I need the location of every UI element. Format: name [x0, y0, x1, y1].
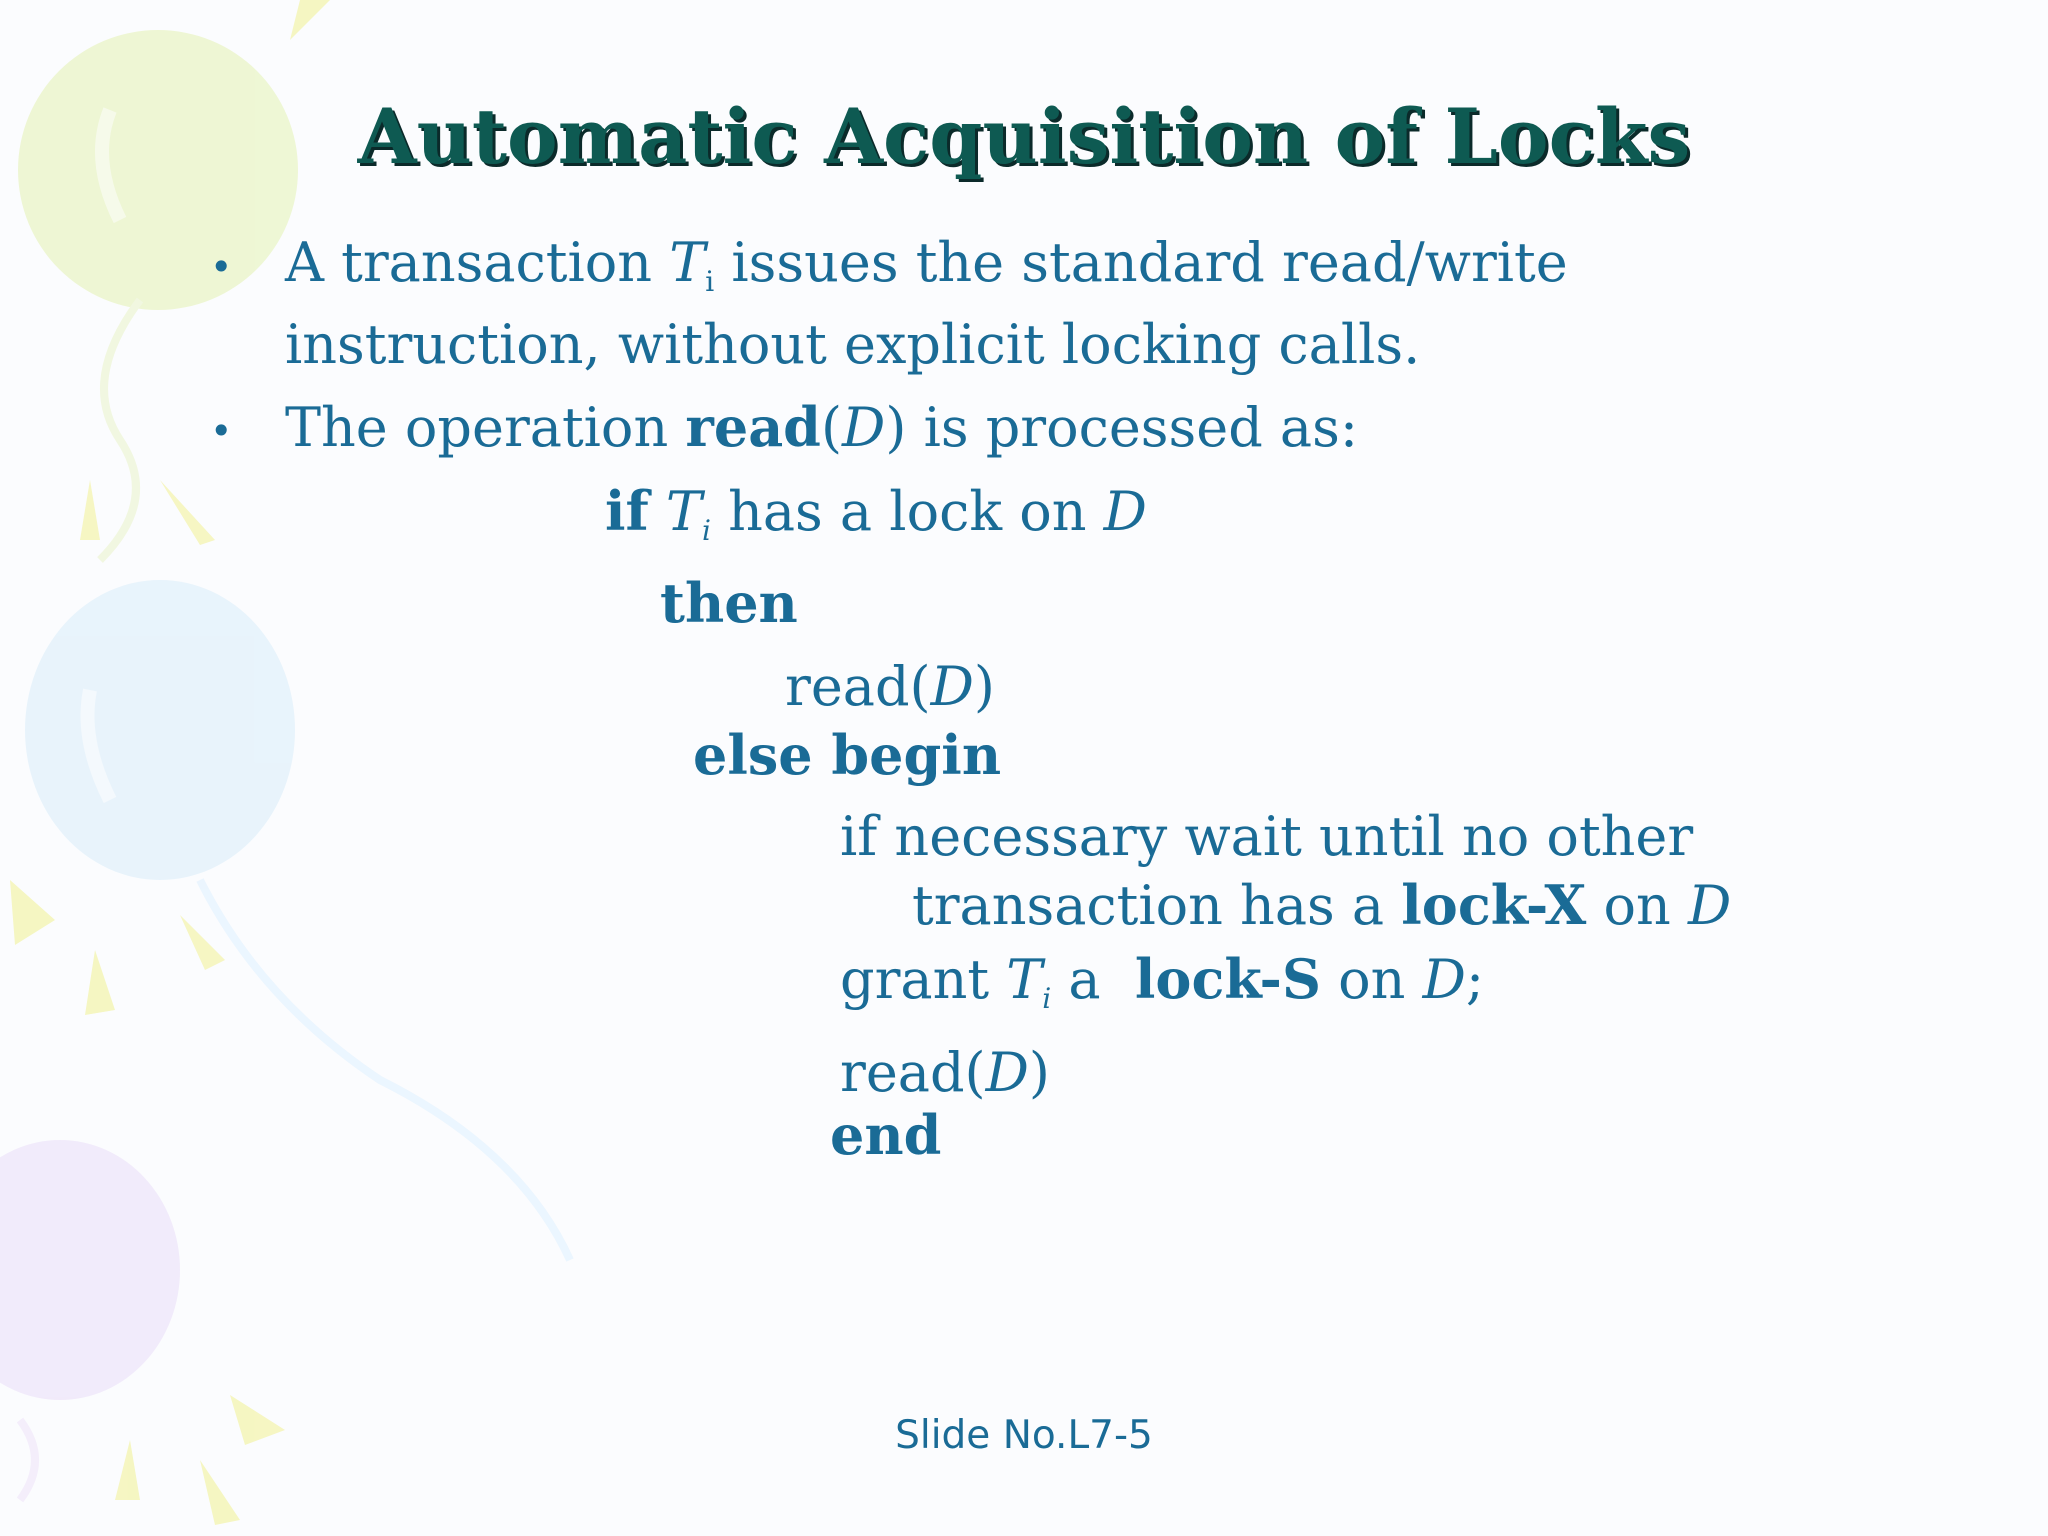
paren-close: ): [885, 396, 907, 459]
transaction-symbol: T: [669, 231, 706, 294]
bullet-2-line: The operation read(D) is processed as:: [285, 400, 1358, 455]
code-if-line: if Ti has a lock on D: [605, 484, 1147, 545]
grant-text: grant: [840, 948, 1007, 1011]
then-keyword: then: [660, 571, 798, 635]
semicolon: ;: [1465, 948, 1485, 1011]
lock-s-keyword: lock-S: [1134, 947, 1321, 1011]
bullet-1-line-1: A transaction Ti issues the standard rea…: [285, 236, 1568, 296]
paren-close: ): [1028, 1041, 1050, 1104]
slide-title: Automatic Acquisition of Locks: [357, 92, 1691, 181]
code-grant-line: grant Ti a lock-S on D;: [840, 952, 1484, 1013]
code-wait-line: if necessary wait until no other: [840, 805, 1694, 868]
data-item-D: D: [930, 655, 974, 718]
lock-x-keyword: lock-X: [1401, 873, 1587, 937]
paren-open: (: [820, 396, 843, 459]
bullet-marker: •: [210, 409, 233, 453]
read-call: read(: [785, 655, 931, 718]
slide-number: Slide No.L7-5: [895, 1413, 1153, 1458]
transaction-symbol: T: [665, 480, 702, 543]
code-read-line-2: read(D): [840, 1046, 1050, 1100]
data-item-D: D: [1103, 480, 1147, 543]
end-keyword: end: [830, 1103, 942, 1167]
data-item-D: D: [1687, 874, 1732, 937]
data-item-D: D: [1422, 948, 1466, 1011]
if-keyword: if: [605, 479, 649, 543]
transaction-text: transaction has a: [912, 874, 1402, 937]
transaction-subscript: i: [1042, 982, 1052, 1015]
code-read-line-1: read(D): [785, 660, 995, 714]
data-item-D: D: [842, 396, 886, 459]
a-text: a: [1051, 948, 1135, 1011]
bullet-1-text-b: issues the standard read/write: [714, 231, 1568, 294]
green-balloon-icon: [18, 30, 298, 563]
bullet-1-line-2: instruction, without explicit locking ca…: [285, 313, 1421, 376]
bullet-1-text-a: A transaction: [285, 231, 670, 294]
transaction-symbol: T: [1006, 948, 1043, 1011]
read-call: read(: [840, 1041, 986, 1104]
has-lock-text: has a lock on: [710, 480, 1104, 543]
else-begin-keyword: else begin: [693, 723, 1002, 787]
data-item-D: D: [985, 1041, 1029, 1104]
read-keyword: read: [685, 395, 821, 459]
bullet-marker: •: [210, 245, 233, 289]
purple-balloon-icon: [0, 1140, 180, 1503]
transaction-subscript: i: [705, 265, 715, 298]
bullet-2-text-a: The operation: [285, 396, 686, 459]
paren-close: ): [973, 655, 995, 718]
on-text: on: [1586, 874, 1688, 937]
code-transaction-line: transaction has a lock-X on D: [912, 878, 1731, 933]
blue-balloon-icon: [25, 580, 574, 1262]
bullet-2-text-b: is processed as:: [906, 396, 1359, 459]
on-text: on: [1320, 948, 1423, 1011]
sparkle-decoration: [10, 0, 420, 1525]
transaction-subscript: i: [701, 514, 711, 547]
